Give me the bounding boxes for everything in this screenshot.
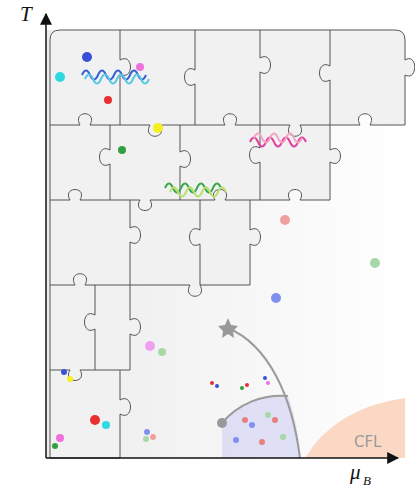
quark-dots (52, 52, 380, 449)
phase-label: CFL (354, 435, 381, 450)
axis-label: μ (350, 462, 361, 483)
axis-subscript: B (363, 474, 371, 487)
phase-boundary (228, 328, 300, 458)
cfl-region (305, 398, 405, 458)
axis-label: T (20, 4, 32, 25)
mu-axis (46, 457, 398, 459)
t-axis (45, 14, 47, 458)
liquid-gas-line (222, 396, 288, 423)
gluon-waves (82, 71, 306, 197)
critical-point-star (218, 318, 238, 338)
endpoint-dot (217, 418, 227, 428)
puzzle-region (50, 30, 415, 458)
puzzle-seams (50, 30, 330, 381)
